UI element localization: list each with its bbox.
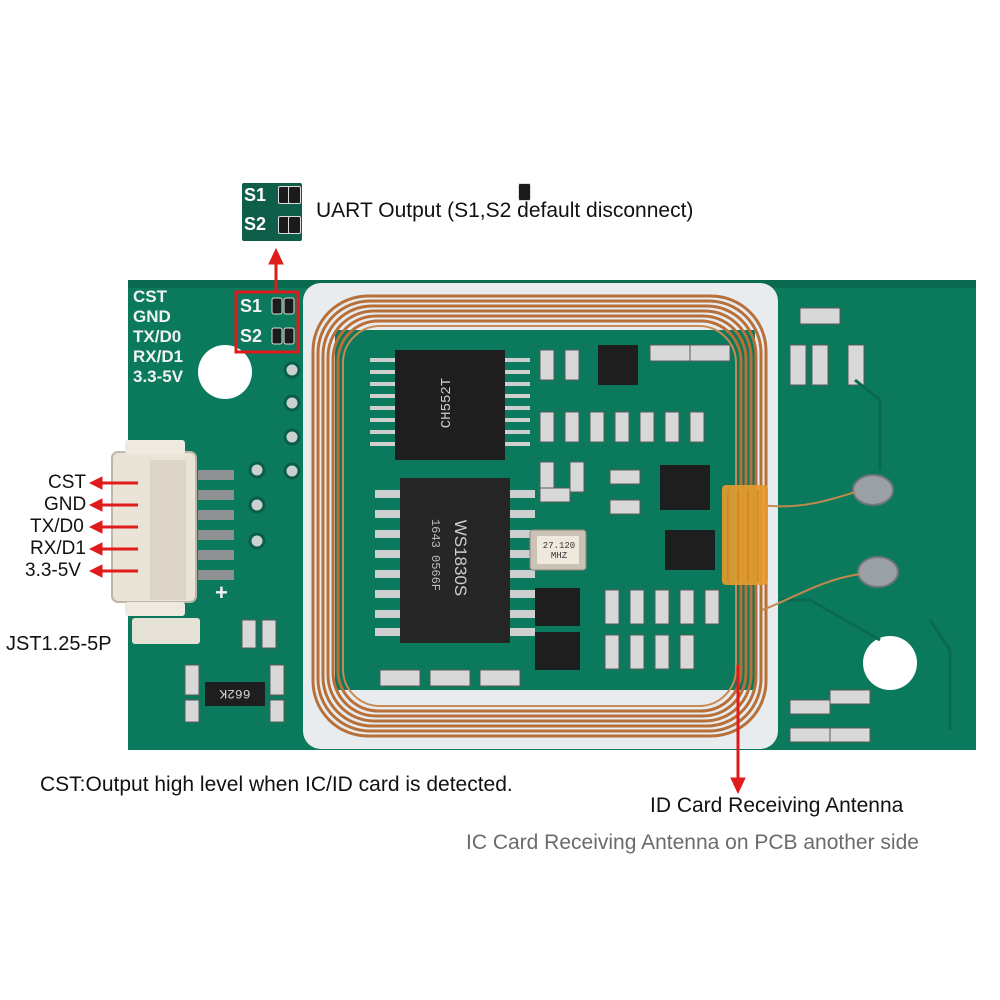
pin-label-gnd: GND xyxy=(44,494,87,515)
onboard-jumper-box xyxy=(234,290,300,354)
ic-antenna-label: IC Card Receiving Antenna on PCB another… xyxy=(466,831,919,854)
resistor-marking: 662K xyxy=(219,686,251,701)
kapton-tape xyxy=(722,485,768,585)
chip2-marking: WS1830S xyxy=(451,519,470,597)
pin-label-txd0: TX/D0 xyxy=(30,516,84,537)
chip2-code: 1643 0566F xyxy=(428,518,442,591)
pin-callouts: CST GND TX/D0 RX/D1 3.3-5V xyxy=(0,472,100,592)
silk-vcc: 3.3-5V xyxy=(133,367,184,386)
jumper-pad xyxy=(518,183,531,201)
jst-connector xyxy=(111,440,234,644)
pin-label-rxd1: RX/D1 xyxy=(30,538,86,559)
mounting-hole-left xyxy=(198,345,252,399)
chip-ch552t xyxy=(370,350,530,460)
jumper-inset-pads xyxy=(278,186,301,238)
pin-label-cst: CST xyxy=(48,472,86,493)
chip1-marking: CH552T xyxy=(439,377,455,429)
silk-cst: CST xyxy=(133,287,167,306)
cst-note: CST:Output high level when IC/ID card is… xyxy=(40,773,513,796)
connector-label: JST1.25-5P xyxy=(6,633,112,655)
silk-gnd: GND xyxy=(133,307,171,326)
svg-text:+: + xyxy=(215,580,228,605)
mounting-hole-right xyxy=(863,636,917,690)
resistor-662k xyxy=(205,682,265,706)
header-holes xyxy=(248,361,301,550)
pin-label-vcc: 3.3-5V xyxy=(25,560,81,581)
jumper-s1-label: S1 xyxy=(244,185,267,205)
silk-s1: S1 xyxy=(240,296,263,316)
callout-arrows xyxy=(88,247,746,795)
silk-rxd1: RX/D1 xyxy=(133,347,184,366)
crystal-marking: 27.120 MHZ xyxy=(542,541,576,561)
silk-txd0: TX/D0 xyxy=(133,327,182,346)
chip-ws1830s xyxy=(375,478,535,643)
silk-s2: S2 xyxy=(240,326,263,346)
uart-output-label: UART Output (S1,S2 default disconnect) xyxy=(316,199,694,222)
jumper-s2-label: S2 xyxy=(244,214,267,234)
antenna-solder-points xyxy=(759,474,899,611)
id-antenna-label: ID Card Receiving Antenna xyxy=(650,794,904,817)
